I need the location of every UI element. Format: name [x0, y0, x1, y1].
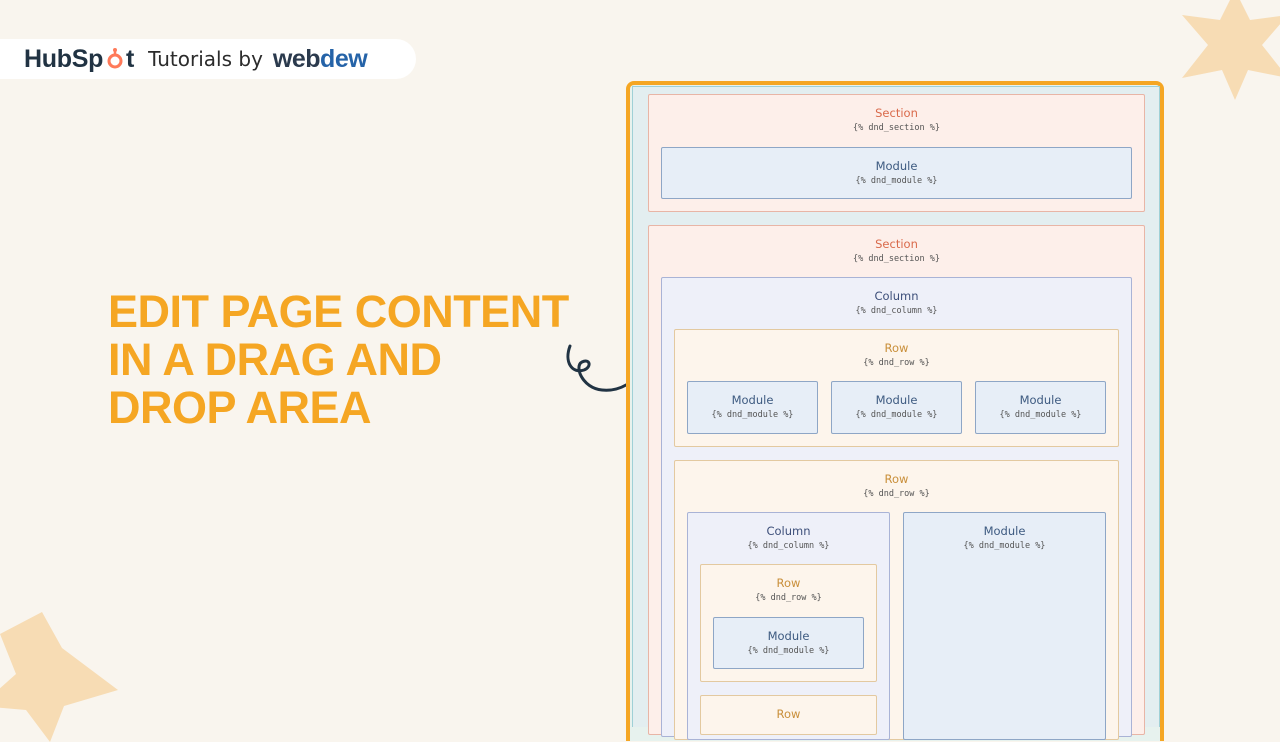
row-3-module: Module {% dnd_module %} [713, 617, 864, 669]
headline-line-1: EDIT PAGE CONTENT [108, 286, 569, 337]
webdew-logo: webdew [272, 44, 368, 73]
row-2-module-tall: Module {% dnd_module %} [903, 512, 1106, 740]
row-4: Row [700, 695, 877, 735]
brand-header: HubSp t Tutorials by webdew [0, 39, 416, 79]
decorative-star-top-right [1182, 0, 1280, 100]
section-1-module: Module {% dnd_module %} [661, 147, 1132, 199]
row-1-module-1: Module {% dnd_module %} [687, 381, 818, 434]
row-1-module-2: Module {% dnd_module %} [831, 381, 962, 434]
headline: EDIT PAGE CONTENT IN A DRAG AND DROP ARE… [108, 288, 608, 432]
headline-line-3: DROP AREA [108, 382, 372, 433]
headline-line-2: IN A DRAG AND [108, 334, 442, 385]
tutorials-by-label: Tutorials by [148, 47, 263, 71]
hubspot-sprocket-icon [107, 48, 123, 69]
row-1-module-3: Module {% dnd_module %} [975, 381, 1106, 434]
decorative-star-bottom-left [0, 612, 118, 742]
hubspot-logo: HubSp t [24, 44, 135, 73]
